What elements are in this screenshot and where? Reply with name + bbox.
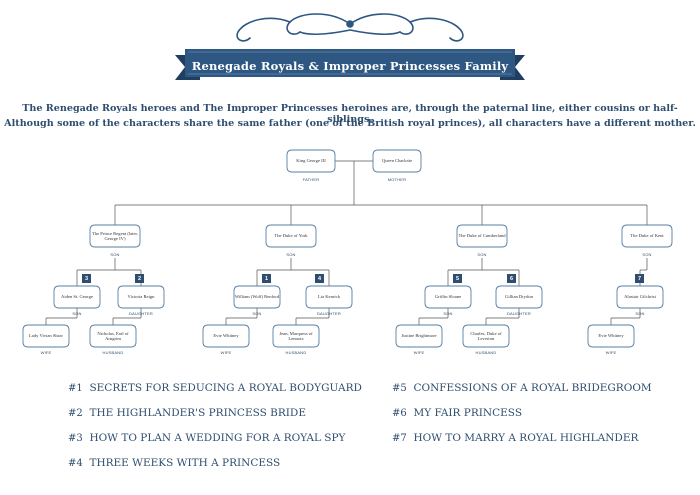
book-item: #1 SECRETS FOR SEDUCING A ROYAL BODYGUAR… [68, 382, 362, 394]
spouse-frame [202, 324, 250, 348]
badge-book-5: 5 [453, 274, 462, 283]
badge-book-1: 1 [262, 274, 271, 283]
child-frame [424, 285, 472, 309]
node-child-gillian: Gillian Drydon [505, 294, 533, 300]
book-title: SECRETS FOR SEDUCING A ROYAL BODYGUARD [89, 382, 362, 394]
role-son-3: SON [642, 252, 652, 257]
node-mother: Queen Charlotte [381, 158, 413, 164]
role-spouse-0: WIFE [40, 350, 52, 355]
son-frame [621, 224, 673, 248]
child-frame [117, 285, 165, 309]
book-title: CONFESSIONS OF A ROYAL BRIDEGROOM [413, 382, 652, 394]
role-spouse-5: HUSBAND [475, 350, 497, 355]
role-spouse-2: WIFE [220, 350, 232, 355]
role-spouse-4: WIFE [413, 350, 425, 355]
ornament-flourish [236, 13, 464, 42]
book-number: #1 [68, 383, 83, 394]
spouse-frame [22, 324, 70, 348]
book-item: #3 HOW TO PLAN A WEDDING FOR A ROYAL SPY [68, 432, 345, 444]
child-frame [616, 285, 664, 309]
child-frame [305, 285, 353, 309]
role-spouse-1: HUSBAND [102, 350, 124, 355]
book-number: #3 [68, 433, 83, 444]
role-spouse-6: WIFE [605, 350, 617, 355]
role-child-2: SON [252, 311, 262, 316]
book-item: #5 CONFESSIONS OF A ROYAL BRIDEGROOM [392, 382, 652, 394]
badge-book-6: 6 [507, 274, 516, 283]
node-spouse-evie-1: Evie Whitney [213, 333, 239, 339]
role-spouse-3: HUSBAND [285, 350, 307, 355]
node-father: King George III [296, 158, 326, 164]
node-child-aiden: Aiden St. George [61, 294, 93, 300]
node-child-william: William (Wolf) Renford [234, 294, 280, 300]
father-frame [286, 149, 336, 173]
role-father: FATHER [302, 177, 320, 182]
book-item: #4 THREE WEEKS WITH A PRINCESS [68, 457, 280, 469]
node-spouse-charles: Charles, Duke of Leverton [470, 330, 502, 341]
node-child-victoria: Victoria Reign [127, 294, 155, 300]
book-title: THE HIGHLANDER'S PRINCESS BRIDE [89, 407, 306, 419]
child-frame [53, 285, 101, 309]
book-number: #4 [68, 458, 83, 469]
role-child-6: SON [635, 311, 645, 316]
book-title: MY FAIR PRINCESS [413, 407, 523, 419]
node-spouse-jean: Jean, Marquess of Lennoix [279, 330, 313, 341]
node-son-kent: The Duke of Kent [630, 233, 664, 239]
page-title: Renegade Royals & Improper Princesses Fa… [191, 59, 509, 89]
role-mother: MOTHER [387, 177, 407, 182]
mother-frame [372, 149, 422, 173]
book-title: THREE WEEKS WITH A PRINCESS [89, 457, 281, 469]
node-son-cumberland: The Duke of Cumberland [458, 233, 506, 239]
book-title: HOW TO PLAN A WEDDING FOR A ROYAL SPY [89, 432, 346, 444]
child-frame [495, 285, 543, 309]
role-child-3: DAUGHTER [316, 311, 342, 316]
node-child-lia: Lia Kenrick [317, 294, 341, 300]
role-son-0: SON [110, 252, 120, 257]
intro-line-1: The Renegade Royals heroes and The Impro… [22, 103, 678, 125]
book-item: #2 THE HIGHLANDER'S PRINCESS BRIDE [68, 407, 306, 419]
spouse-frame [395, 324, 443, 348]
role-child-5: DAUGHTER [506, 311, 532, 316]
node-spouse-vivian: Lady Vivian Shaw [28, 333, 64, 339]
spouse-frame [587, 324, 635, 348]
role-child-1: DAUGHTER [128, 311, 154, 316]
badge-book-2: 2 [135, 274, 144, 283]
node-spouse-nicholas: Nicholas, Earl of Arngrim [97, 330, 129, 341]
book-item: #6 MY FAIR PRINCESS [392, 407, 522, 419]
badge-book-7: 7 [635, 274, 644, 283]
role-child-0: SON [72, 311, 82, 316]
node-spouse-justine: Justine Brightmore [401, 333, 437, 339]
node-son-prince-regent: The Prince Regent (later, George IV) [92, 230, 138, 241]
book-number: #5 [392, 383, 407, 394]
node-son-york: The Duke of York [274, 233, 308, 239]
role-child-4: SON [443, 311, 453, 316]
tree-nodes [22, 149, 673, 348]
title-banner [175, 49, 525, 80]
intro-line-2: Although some of the characters share th… [4, 118, 696, 129]
son-frame [456, 224, 508, 248]
spouse-frame [462, 324, 510, 348]
son-frame [89, 224, 141, 248]
book-item: #7 HOW TO MARRY A ROYAL HIGHLANDER [392, 432, 638, 444]
role-son-1: SON [286, 252, 296, 257]
spouse-frame [272, 324, 320, 348]
node-spouse-evie-2: Evie Whitney [598, 333, 624, 339]
role-son-2: SON [477, 252, 487, 257]
book-title: HOW TO MARRY A ROYAL HIGHLANDER [413, 432, 639, 444]
badge-book-4: 4 [315, 274, 324, 283]
book-number: #7 [392, 433, 407, 444]
child-frame [233, 285, 281, 309]
son-frame [265, 224, 317, 248]
spouse-frame [89, 324, 137, 348]
tree-connectors [45, 160, 648, 325]
book-number: #6 [392, 408, 407, 419]
book-number: #2 [68, 408, 83, 419]
node-child-alastair: Alastair Gilchrist [624, 294, 656, 300]
node-child-griffin: Griffin Sloane [434, 294, 462, 300]
badge-book-3: 3 [82, 274, 91, 283]
